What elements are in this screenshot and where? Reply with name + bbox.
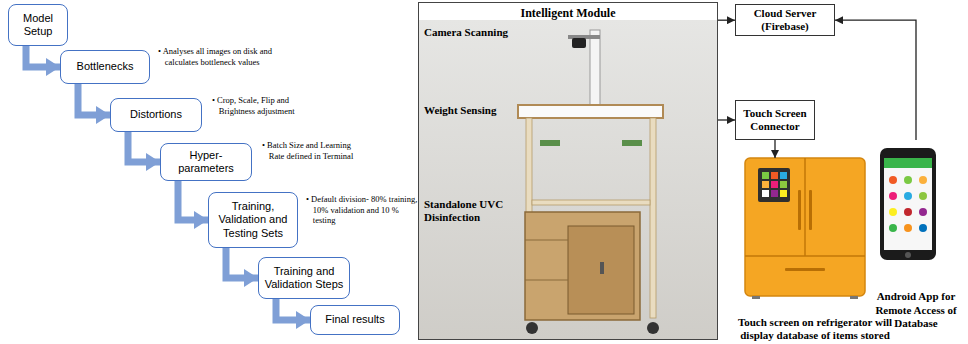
node-text: Final results [325, 313, 384, 326]
phone-illustration [880, 148, 936, 260]
node-text: Hyper-parameters [165, 149, 247, 175]
device-photo [419, 20, 717, 339]
flow-arrow [178, 181, 208, 220]
flow-arrow [26, 46, 60, 67]
process-box: Training and Validation Steps [258, 257, 350, 299]
part-label: Standalone UVC Disinfection [424, 198, 504, 224]
part-label: Camera Scanning [424, 26, 524, 39]
step-note: • Default division- 80% training, 10% va… [306, 194, 421, 226]
process-box: Final results [310, 305, 400, 335]
phone-app: Android App for Remote Access of Databas… [866, 140, 966, 330]
refrigerator-illustration [745, 158, 865, 299]
node-text: Intelligent Module [521, 6, 616, 21]
process-box: Hyper-parameters [160, 143, 252, 181]
node-text: Distortions [130, 108, 182, 121]
part-label: Weight Sensing [424, 104, 519, 117]
link-arrow [774, 140, 775, 158]
link-arrow [835, 20, 916, 140]
node-text: Training, Validation and Testing Sets [213, 200, 293, 240]
step-note: • Batch Size and Learning Rate defined i… [262, 140, 359, 161]
node-text: Touch screen on refrigerator will displa… [720, 316, 910, 342]
link-arrow [718, 119, 735, 120]
node-text: Cloud Server (Firebase) [740, 7, 830, 33]
server-box: Cloud Server (Firebase) [735, 4, 835, 36]
flow-arrow [78, 84, 110, 115]
step-note: • Crop, Scale, Flip and Brightness adjus… [212, 95, 311, 116]
link-arrow [718, 20, 735, 21]
node-text: Training and Validation Steps [263, 265, 345, 291]
process-box: Training, Validation and Testing Sets [208, 192, 298, 248]
connector-box: Touch Screen Connector [735, 100, 815, 140]
node-text: Touch Screen Connector [740, 107, 810, 133]
flow-arrow [226, 248, 258, 278]
flow-arrow [276, 299, 310, 320]
process-box: Model Setup [8, 4, 68, 46]
flow-arrow [128, 132, 160, 162]
process-box: Distortions [110, 98, 202, 132]
node-text: Android App for Remote Access of Databas… [866, 290, 966, 330]
node-text: Model Setup [13, 12, 63, 38]
module-frame: Intelligent Module [418, 2, 718, 340]
process-box: Bottlenecks [60, 50, 150, 84]
step-note: • Analyses all images on disk and calcul… [158, 46, 277, 67]
node-text: Bottlenecks [77, 60, 134, 73]
